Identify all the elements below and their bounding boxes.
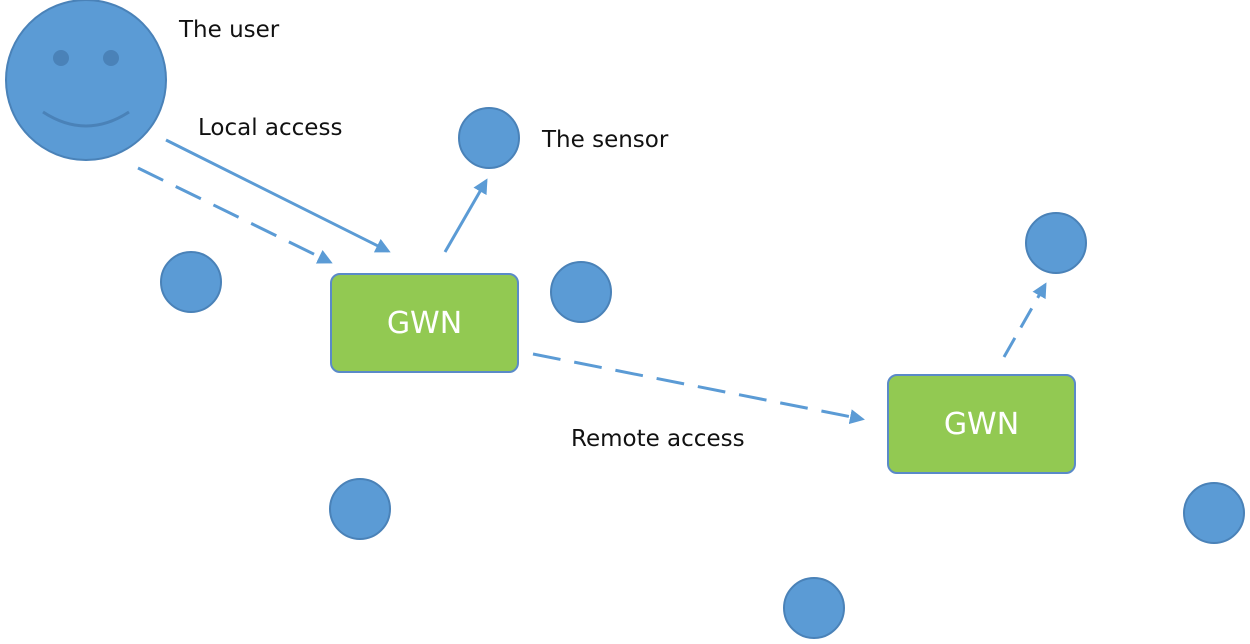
user-dashed-arrow [137, 166, 333, 264]
sensor-node-left [160, 251, 222, 313]
sensor-node-mid [550, 261, 612, 323]
remote-access-arrow [532, 352, 865, 425]
local-access-arrow [165, 138, 391, 253]
gwn-label: GWN [943, 406, 1020, 442]
gwn-label: GWN [386, 305, 463, 341]
gwn-to-sensor-arrow [443, 178, 488, 253]
sensor-node-bottom-right [1183, 482, 1245, 544]
sensor-label: The sensor [542, 127, 669, 153]
remote-access-label: Remote access [571, 426, 745, 452]
gwn-node-local: GWN [330, 273, 519, 373]
sensor-node-right-top [1025, 212, 1087, 274]
user-smiley-icon [5, 0, 167, 161]
gwn-node-remote: GWN [887, 374, 1076, 474]
user-label: The user [179, 17, 280, 43]
sensor-node-top [458, 107, 520, 169]
sensor-node-bottom-left [329, 478, 391, 540]
sensor-node-bottom [783, 577, 845, 639]
remote-gwn-to-sensor-arrow [1002, 282, 1047, 358]
local-access-label: Local access [198, 115, 343, 141]
